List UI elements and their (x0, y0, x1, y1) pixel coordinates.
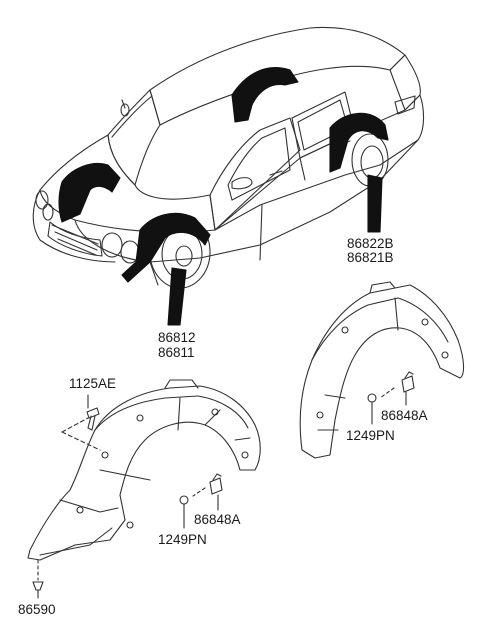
front-clip-fastener (192, 473, 223, 497)
part-label-86848a-rear: 86848A (381, 408, 428, 423)
part-label-86822b: 86822B (347, 236, 394, 251)
car-illustration (32, 26, 425, 289)
grommet-fastener (32, 559, 44, 599)
rear-wheel-liner (299, 281, 465, 459)
bolt-fastener (61, 407, 101, 451)
part-label-86811: 86811 (158, 345, 195, 360)
part-label-86848a-front: 86848A (194, 512, 241, 527)
front-screw-fastener (179, 495, 189, 529)
part-label-86590: 86590 (18, 602, 56, 617)
part-label-1249pn-rear: 1249PN (346, 428, 395, 443)
wheel-well-highlights (58, 67, 389, 283)
part-label-86812: 86812 (158, 330, 196, 345)
part-label-86821b: 86821B (347, 250, 394, 265)
front-wheel-liner (27, 379, 261, 561)
part-label-1249pn-front: 1249PN (158, 532, 207, 547)
leader-stripes (167, 174, 383, 326)
part-label-1125ae: 1125AE (69, 376, 117, 391)
rear-screw-fastener (367, 393, 377, 425)
rear-clip-fastener (379, 371, 415, 399)
